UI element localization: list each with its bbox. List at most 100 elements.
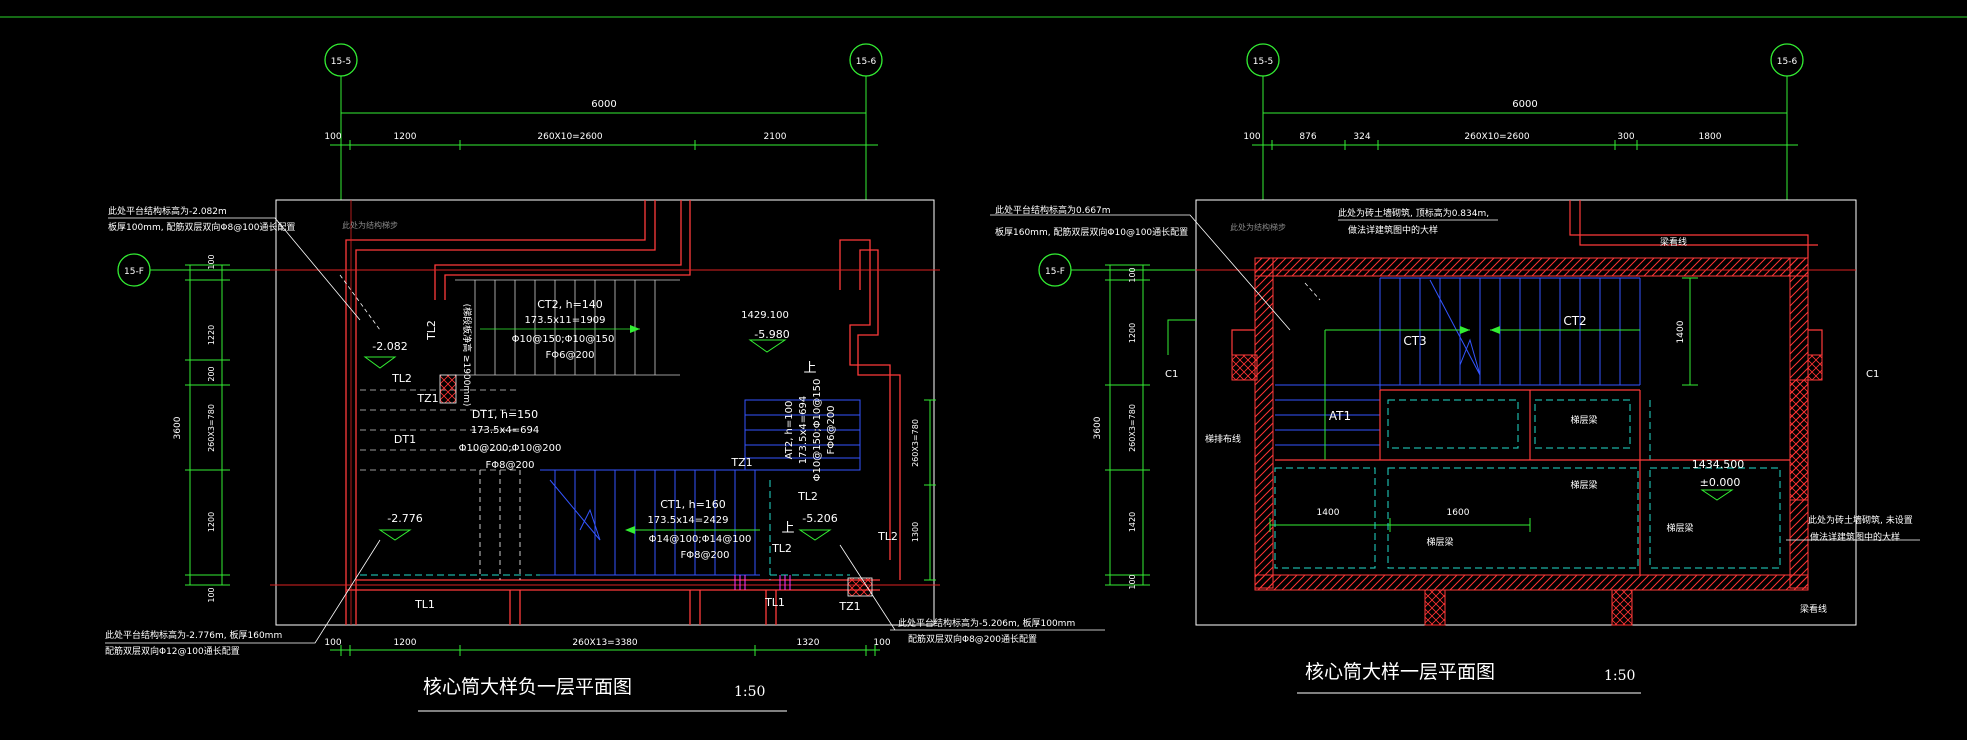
drawing-g	[924, 399, 936, 581]
drawing-label: CT3	[1403, 334, 1426, 348]
drawing-label: -2.082	[372, 340, 407, 353]
tz1-box-a	[439, 374, 457, 404]
drawing-label: FΦ6@200	[826, 405, 837, 454]
drawing-label: TZ1	[838, 600, 860, 613]
drawing-label: C1	[1866, 369, 1879, 380]
drawing-label: 做法详建筑图中的大样	[1348, 224, 1438, 236]
hatched-walls	[1231, 257, 1823, 626]
grid-bubble-15-F: 15-F	[117, 253, 270, 287]
drawing-polyline	[1167, 319, 1196, 355]
drawing-label: 1800	[1699, 132, 1722, 142]
grid-bubble-15-6: 15-6	[849, 43, 883, 200]
drawing-label: 100	[207, 254, 216, 269]
drawing-label: 260X3=780	[207, 404, 216, 452]
drawing-label: 上	[781, 521, 794, 536]
drawing-label: 1200	[394, 638, 417, 648]
drawing-polyline	[105, 539, 381, 644]
drawing-label: TL2	[391, 372, 412, 385]
drawing-polyline	[108, 217, 361, 321]
drawing-label: 此处平台结构标高为-2.082m	[108, 205, 227, 217]
drawing-rect	[1387, 467, 1639, 569]
drawing-rect	[1807, 354, 1823, 381]
stair-ct1	[540, 469, 760, 576]
drawing-label: 梁看线	[1800, 603, 1827, 615]
drawing-label: 15-6	[1777, 57, 1798, 67]
drawing-label: 100	[1128, 574, 1137, 589]
drawing-line	[839, 544, 896, 631]
drawing-label: AT1	[1329, 409, 1351, 423]
drawing-g	[479, 470, 521, 580]
drawing-label: 配筋双层双向Φ12@100通长配置	[105, 645, 240, 657]
drawing-label: 梯层梁	[1666, 522, 1693, 534]
drawing-g	[1269, 277, 1698, 532]
drawing-label: 6000	[591, 99, 616, 110]
top-dimensions	[330, 112, 878, 150]
drawing-polygon	[748, 339, 787, 353]
grid-bubble-15-F-r: 15-F	[1038, 253, 1195, 287]
drawing-label: 板厚100mm, 配筋双层双向Φ8@100通长配置	[108, 221, 295, 233]
drawing-label: 100	[207, 587, 216, 602]
drawing-label: 1300	[911, 522, 920, 542]
drawing-polyline	[1429, 279, 1481, 376]
drawing-rect	[1789, 379, 1809, 501]
right-plan-title: 核心筒大样一层平面图	[1305, 661, 1495, 683]
drawing-label: 此处平台结构标高为0.667m	[995, 204, 1111, 216]
drawing-label: 100	[1128, 267, 1137, 282]
drawing-polyline	[434, 200, 682, 300]
drawing-label: 1429.100	[741, 310, 789, 321]
drawing-label: 173.5x11=1909	[524, 315, 605, 326]
drawing-label: 此处平台结构标高为-2.776m, 板厚160mm	[105, 629, 282, 641]
drawing-rect	[1387, 399, 1519, 449]
drawing-label: 此处为砖土墙砌筑, 顶标高为0.834m,	[1338, 207, 1489, 219]
left-plan-scale: 1:50	[734, 684, 765, 700]
drawing-label: TZ1	[730, 456, 752, 469]
drawing-label: 260X13=3380	[572, 638, 638, 648]
drawing-label: Φ10@150;Φ10@150	[812, 379, 823, 482]
drawing-label: 梯层梁	[1570, 479, 1597, 491]
drawing-label: 1200	[1128, 323, 1137, 343]
drawing-label: 1200	[394, 132, 417, 142]
drawing-polyline	[549, 479, 601, 541]
drawing-label: 15-6	[856, 57, 877, 67]
drawing-label: (梯段板净高 ≥1900mm)	[461, 304, 473, 407]
drawing-label: 1320	[797, 638, 820, 648]
drawing-label: 876	[1299, 132, 1316, 142]
drawing-label: 此处为结构梯步	[342, 220, 398, 230]
drawing-g	[1275, 389, 1790, 575]
drawing-label: 1400	[1317, 508, 1340, 518]
drawing-label: 173.5x4=694	[798, 396, 809, 464]
drawing-rect	[744, 399, 861, 471]
walls	[345, 200, 901, 625]
right-plan-scale: 1:50	[1604, 668, 1635, 684]
drawing-label: FΦ6@200	[545, 350, 594, 361]
drawing-label: 100	[1243, 132, 1260, 142]
drawing-label: 此处为砖土墙砌筑, 未设置	[1808, 514, 1913, 526]
drawing-label: 6000	[1512, 99, 1537, 110]
drawing-label: Φ10@200;Φ10@200	[459, 443, 562, 454]
drawing-g	[185, 264, 230, 586]
drawing-label: 1400	[1676, 320, 1686, 343]
drawing-g	[105, 217, 1105, 644]
drawing-g	[990, 214, 1920, 541]
drawing-label: 260X3=780	[911, 419, 920, 467]
drawing-rect	[1611, 589, 1633, 626]
drawing-label: TZ1	[416, 392, 438, 405]
drawing-polygon	[1490, 326, 1500, 334]
drawing-label: 1220	[207, 325, 216, 345]
stair-at2	[744, 399, 861, 471]
drawing-label: 15-5	[1253, 57, 1273, 67]
drawing-label: 2100	[764, 132, 787, 142]
left-frame	[275, 199, 935, 626]
drawing-rect	[1534, 399, 1631, 449]
drawing-polyline	[839, 239, 891, 560]
drawing-label: 3600	[173, 416, 183, 439]
right-plan: 15-5 15-6 15-F 6000 100 876 324 260X10=2…	[990, 43, 1920, 694]
drawing-polyline	[1808, 329, 1823, 355]
drawing-label: TL1	[764, 596, 785, 609]
drawing-label: CT2	[1563, 314, 1586, 328]
drawing-label: 15-5	[331, 57, 351, 67]
drawing-g	[1231, 200, 1823, 355]
drawing-label: TL2	[425, 320, 438, 341]
drawing-label: 300	[1617, 132, 1634, 142]
